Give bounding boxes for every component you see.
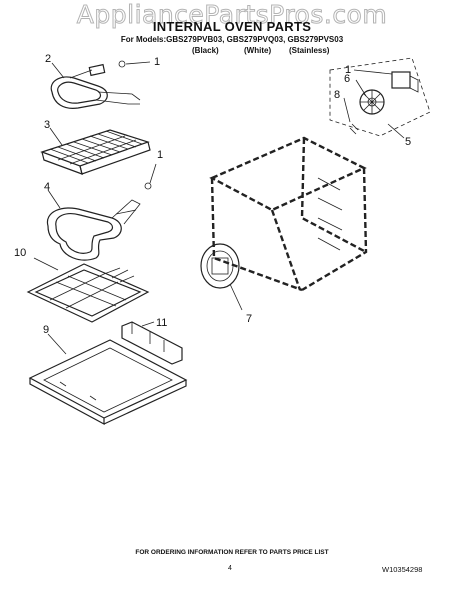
callout-6: 6 bbox=[344, 73, 350, 85]
broil-element bbox=[46, 163, 157, 261]
callout-11: 11 bbox=[156, 317, 167, 329]
callout-1a: 1 bbox=[154, 56, 160, 68]
callout-1b: 1 bbox=[157, 149, 163, 161]
callout-7: 7 bbox=[246, 313, 252, 325]
models-line: For Models:GBS279PVB03, GBS279PVQ03, GBS… bbox=[120, 35, 344, 44]
page-title: INTERNAL OVEN PARTS bbox=[152, 19, 312, 34]
callout-3: 3 bbox=[44, 119, 50, 131]
callout-1c: 1 bbox=[345, 64, 351, 76]
callout-9: 9 bbox=[43, 324, 49, 336]
finish-black-label: (Black) bbox=[192, 46, 219, 55]
ordering-note: FOR ORDERING INFORMATION REFER TO PARTS … bbox=[135, 549, 329, 556]
callout-2: 2 bbox=[45, 53, 51, 65]
callout-4: 4 bbox=[44, 181, 50, 193]
lower-element bbox=[26, 263, 150, 323]
callout-10: 10 bbox=[14, 247, 26, 259]
page-number: 4 bbox=[228, 565, 232, 572]
bracket bbox=[121, 321, 183, 365]
oven-cavity bbox=[209, 136, 368, 292]
document-number: W10354298 bbox=[382, 565, 423, 574]
callout-5: 5 bbox=[405, 136, 411, 148]
oven-bottom-panel bbox=[28, 339, 188, 426]
convection-fan-cover bbox=[200, 243, 240, 289]
finish-white-label: (White) bbox=[244, 46, 272, 55]
finish-stainless-label: (Stainless) bbox=[289, 46, 330, 55]
bake-element-top bbox=[50, 60, 141, 109]
callout-8: 8 bbox=[334, 89, 340, 101]
watermark-logo: AppliancePartsPros.com bbox=[76, 0, 388, 30]
fan-assembly-inset bbox=[329, 57, 431, 137]
oven-rack bbox=[40, 129, 151, 175]
